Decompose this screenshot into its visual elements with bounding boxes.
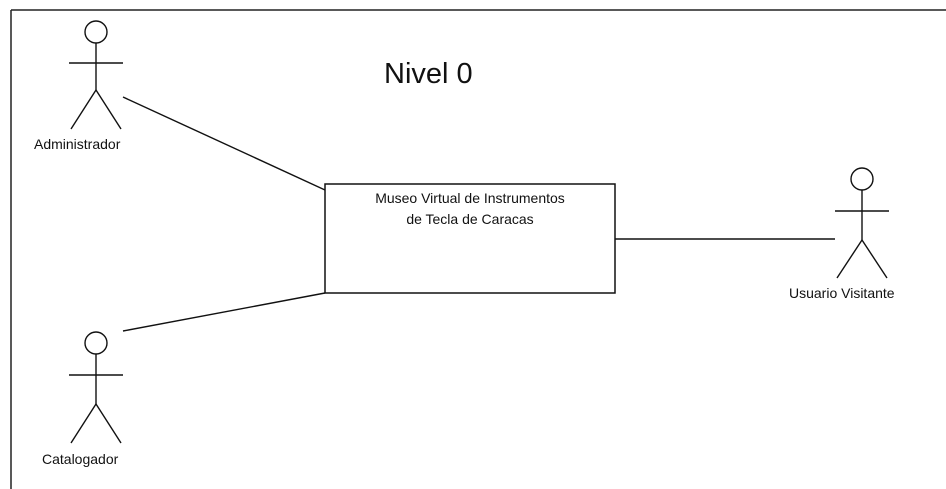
system-label: Museo Virtual de Instrumentos de Tecla d…: [325, 188, 615, 230]
actor-right-leg: [95, 403, 122, 444]
actor-left-leg: [836, 239, 863, 279]
actor-left-leg: [70, 403, 97, 444]
actor-head: [850, 167, 874, 191]
actor-left-leg: [70, 89, 97, 130]
association-administrador: [122, 96, 326, 191]
actor-right-leg: [861, 239, 888, 279]
system-label-line-1: Museo Virtual de Instrumentos: [375, 190, 565, 206]
system-label-line-2: de Tecla de Caracas: [406, 211, 534, 227]
diagram-title: Nivel 0: [384, 58, 473, 90]
actor-catalogador-figure: [69, 331, 123, 444]
actor-usuario-visitante-figure: [835, 167, 889, 279]
actor-head: [84, 331, 108, 355]
system-box: [324, 183, 616, 294]
actor-label-catalogador: Catalogador: [42, 451, 119, 467]
actor-head: [84, 20, 108, 44]
actor-label-usuario-visitante: Usuario Visitante: [789, 285, 895, 301]
actor-right-leg: [95, 89, 122, 130]
actor-administrador-figure: [69, 20, 123, 130]
actor-label-administrador: Administrador: [34, 136, 121, 152]
association-catalogador: [122, 292, 326, 332]
